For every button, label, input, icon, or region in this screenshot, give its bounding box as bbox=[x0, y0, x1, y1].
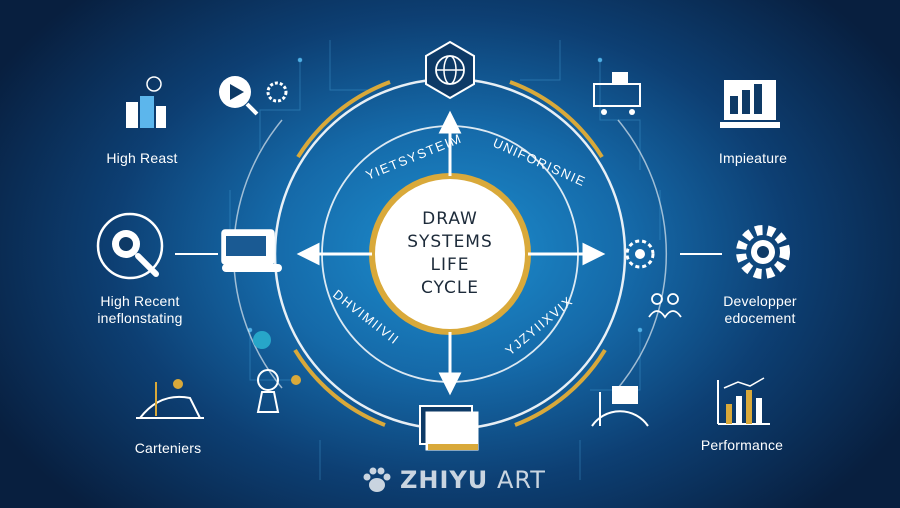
watermark-brand: ZHIYU bbox=[400, 466, 489, 494]
keyboard-device-icon bbox=[221, 229, 282, 272]
gold-arc-bottom-left bbox=[293, 348, 386, 427]
gold-arc-top-right bbox=[509, 80, 604, 159]
outer-arc-right bbox=[617, 119, 667, 389]
magnifier-gear-icon bbox=[96, 212, 164, 280]
document-stack-icon bbox=[419, 405, 479, 451]
gold-arc-bottom-right bbox=[514, 348, 607, 427]
core-line-1: DRAW bbox=[422, 209, 478, 229]
lab-flask-icon bbox=[256, 369, 301, 413]
gold-arc-top-left bbox=[296, 80, 391, 159]
people-icon bbox=[648, 293, 682, 319]
watermark-suffix: ART bbox=[496, 466, 546, 494]
label-developper-line2: edocement bbox=[724, 310, 796, 326]
label-carteniers: Carteniers bbox=[134, 440, 202, 456]
label-developper: Developper edocement bbox=[723, 293, 797, 327]
label-performance: Performance bbox=[700, 437, 784, 453]
play-magnifier-icon bbox=[219, 76, 288, 116]
gear-icon bbox=[736, 225, 790, 279]
label-impieature: Impieature bbox=[718, 150, 788, 166]
core-line-4: CYCLE bbox=[420, 278, 480, 298]
device-cart-icon bbox=[593, 72, 641, 115]
monitor-chart-icon bbox=[720, 80, 780, 128]
label-high-recent-line1: High Recent bbox=[100, 293, 180, 309]
label-developper-line1: Developper bbox=[723, 293, 797, 309]
bar-chart-icon bbox=[717, 377, 770, 425]
watermark: ZHIYU ART bbox=[362, 466, 546, 494]
label-high-reast: High Reast bbox=[106, 150, 178, 166]
ring-text-top-right: UNIFORISNIE bbox=[491, 135, 589, 189]
crane-screen-icon bbox=[591, 386, 649, 427]
label-high-recent-line2: ineflonstating bbox=[97, 310, 183, 326]
core-line-2: SYSTEMS bbox=[407, 232, 493, 252]
city-building-icon bbox=[126, 76, 166, 128]
ring-gear-icon bbox=[625, 239, 655, 269]
construction-site-icon bbox=[136, 379, 204, 419]
circuit-lines bbox=[229, 40, 661, 480]
paw-icon bbox=[363, 467, 391, 492]
arrows bbox=[296, 110, 606, 396]
core-title: DRAW SYSTEMS LIFE CYCLE bbox=[380, 208, 520, 300]
node-dot-left bbox=[253, 331, 271, 349]
globe-hex-icon bbox=[425, 40, 475, 100]
label-high-recent: High Recent ineflonstating bbox=[97, 293, 182, 327]
core-line-3: LIFE bbox=[430, 255, 470, 275]
